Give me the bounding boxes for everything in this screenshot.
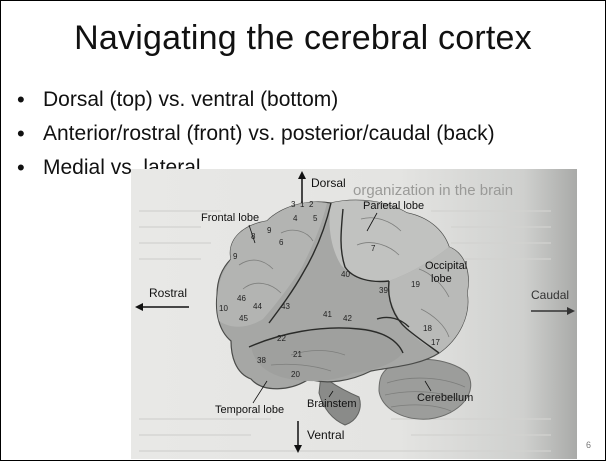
area-number: 41 — [323, 310, 332, 319]
brain-figure: organization in the brain Dorsal — [131, 169, 577, 459]
area-number: 44 — [253, 302, 262, 311]
area-number: 42 — [343, 314, 352, 323]
area-number: 3 — [291, 200, 296, 209]
slide-title: Navigating the cerebral cortex — [1, 19, 605, 58]
area-number: 43 — [281, 302, 290, 311]
bullet-item: Dorsal (top) vs. ventral (bottom) — [17, 83, 495, 117]
ventral-label: Ventral — [307, 428, 344, 442]
temporal-lobe-label: Temporal lobe — [215, 404, 284, 416]
occipital-lobe-label-line1: Occipital — [425, 260, 467, 272]
occipital-lobe-label-line2: lobe — [431, 273, 452, 285]
area-number: 45 — [239, 314, 248, 323]
area-number: 18 — [423, 324, 432, 333]
dorsal-label: Dorsal — [311, 176, 346, 190]
area-number: 1 — [300, 200, 305, 209]
area-number: 46 — [237, 294, 246, 303]
rostral-label: Rostral — [149, 286, 187, 300]
area-number: 5 — [313, 214, 318, 223]
area-number: 38 — [257, 356, 266, 365]
area-number: 22 — [277, 334, 286, 343]
area-number: 2 — [309, 200, 314, 209]
frontal-lobe-label: Frontal lobe — [201, 212, 259, 224]
area-number: 19 — [411, 280, 420, 289]
area-number: 39 — [379, 286, 388, 295]
caudal-label: Caudal — [531, 288, 569, 302]
area-number: 20 — [291, 370, 300, 379]
area-number: 7 — [371, 244, 376, 253]
area-number: 6 — [279, 238, 284, 247]
area-number: 4 — [293, 214, 298, 223]
dorsal-arrow — [298, 171, 306, 203]
background-page-text: organization in the brain — [353, 182, 513, 199]
ventral-arrow — [294, 421, 302, 453]
area-number: 10 — [219, 304, 228, 313]
area-number: 17 — [431, 338, 440, 347]
cerebellum-label: Cerebellum — [417, 392, 473, 404]
page-number: 6 — [586, 440, 591, 450]
area-number: 9 — [233, 252, 238, 261]
rostral-arrow — [135, 303, 189, 311]
area-number: 40 — [341, 270, 350, 279]
parietal-lobe-label: Parietal lobe — [363, 200, 424, 212]
area-number: 9 — [267, 226, 272, 235]
caudal-arrow — [531, 307, 575, 315]
area-number: 21 — [293, 350, 302, 359]
bullet-item: Anterior/rostral (front) vs. posterior/c… — [17, 117, 495, 151]
cerebellum-shape — [379, 359, 471, 419]
brainstem-label: Brainstem — [307, 398, 357, 410]
brain-diagram: organization in the brain Dorsal — [131, 169, 577, 459]
